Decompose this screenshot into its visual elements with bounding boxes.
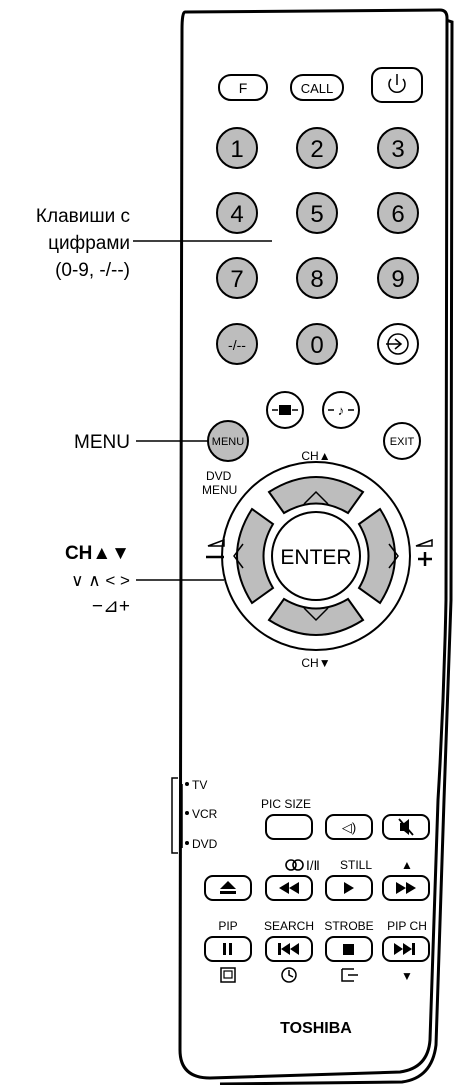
pic-size-label: PIC SIZE — [261, 797, 311, 811]
dvd-menu-label-1: DVD — [206, 469, 232, 483]
digit-9-button[interactable] — [377, 257, 419, 299]
volume-up-icon — [415, 538, 433, 566]
digit-0-button[interactable] — [296, 323, 338, 365]
mode-tv-label: TV — [192, 778, 207, 792]
ch-up-label: CH▲ — [301, 449, 330, 463]
arrows-callout: ∨ ∧ < > — [71, 571, 130, 590]
digit-5-button[interactable] — [296, 192, 338, 234]
digit-keypad: 1 2 3 4 5 6 7 8 9 -/-- 0 — [216, 127, 419, 365]
digit-keys-callout-2: цифрами — [48, 233, 130, 254]
svg-text:♪: ♪ — [338, 403, 345, 418]
mode-vcr-label: VCR — [192, 807, 218, 821]
exit-button-label: EXIT — [390, 436, 415, 448]
call-button-label: CALL — [301, 81, 334, 96]
brand-logo: TOSHIBA — [280, 1020, 352, 1037]
nav-right-button[interactable] — [357, 507, 396, 605]
surround-button[interactable] — [325, 814, 373, 840]
digit-9-label: 9 — [391, 266, 404, 293]
nav-up-button[interactable] — [267, 476, 365, 515]
power-icon — [388, 74, 406, 94]
ch-callout: CH▲▼ — [65, 543, 130, 564]
ch-up-small-icon: ▲ — [401, 858, 413, 872]
digit-5-label: 5 — [310, 201, 323, 228]
pip-swap-icon — [220, 967, 236, 983]
strobe-label: STROBE — [324, 919, 373, 933]
exit-button[interactable] — [383, 422, 421, 460]
picture-mode-icon — [272, 405, 298, 415]
digit-8-button[interactable] — [296, 257, 338, 299]
pip-ch-label: PIP CH — [387, 919, 427, 933]
mode-dvd-label: DVD — [192, 837, 218, 851]
digit-2-label: 2 — [310, 136, 323, 163]
digit-7-label: 7 — [230, 266, 243, 293]
digit-0-label: 0 — [310, 332, 323, 359]
digit-keys-callout-1: Клавиши с — [36, 206, 130, 227]
digit-dash-label: -/-- — [228, 337, 246, 353]
surround-icon: ◁) — [342, 820, 356, 835]
still-label: STILL — [340, 858, 372, 872]
pip-label: PIP — [218, 919, 237, 933]
timer-icon — [281, 967, 297, 983]
navigation-pad: ENTER — [221, 461, 411, 651]
skip-forward-icon — [394, 943, 415, 955]
search-label: SEARCH — [264, 919, 314, 933]
remote-body-side-shadow — [219, 18, 454, 1085]
f-button[interactable] — [218, 74, 268, 101]
input-select-icon — [386, 333, 409, 355]
rewind-icon — [279, 882, 299, 894]
f-button-label: F — [239, 80, 248, 96]
digit-6-button[interactable] — [377, 192, 419, 234]
dvd-menu-label-2: MENU — [202, 483, 237, 497]
enter-button-label: ENTER — [280, 546, 351, 569]
up-arrow-icon — [303, 490, 329, 505]
volume-down-icon — [206, 538, 225, 559]
pause-icon — [223, 943, 232, 955]
digit-1-label: 1 — [230, 136, 243, 163]
enter-button[interactable] — [271, 511, 361, 601]
left-arrow-icon — [233, 543, 244, 569]
call-button[interactable] — [290, 74, 344, 101]
eject-icon — [220, 881, 236, 894]
volume-callout: −⊿+ — [92, 596, 130, 617]
sound-mode-icon: ♪ — [328, 403, 354, 418]
digit-dash-button[interactable] — [216, 323, 258, 365]
digit-4-button[interactable] — [216, 192, 258, 234]
digit-7-button[interactable] — [216, 257, 258, 299]
down-arrow-icon — [303, 607, 329, 622]
ch-down-label: CH▼ — [301, 656, 330, 670]
digit-3-label: 3 — [391, 136, 404, 163]
right-arrow-icon — [388, 543, 399, 569]
fast-forward-icon — [396, 882, 416, 894]
nav-left-button[interactable] — [236, 507, 275, 605]
pic-size-button[interactable] — [265, 814, 313, 840]
skip-back-icon — [278, 943, 299, 955]
digit-6-label: 6 — [391, 201, 404, 228]
digit-3-button[interactable] — [377, 127, 419, 169]
ch-down-small-icon: ▼ — [401, 969, 413, 983]
stop-icon — [343, 944, 354, 955]
menu-button-label: MENU — [212, 436, 244, 448]
dual-icon — [285, 859, 304, 871]
nav-down-button[interactable] — [267, 597, 365, 636]
digit-8-label: 8 — [310, 266, 323, 293]
pause-button[interactable] — [204, 936, 252, 962]
digit-4-label: 4 — [230, 201, 243, 228]
mode-switch[interactable] — [171, 777, 189, 854]
digit-1-button[interactable] — [216, 127, 258, 169]
sound-mode-button[interactable] — [322, 391, 360, 429]
play-icon — [344, 882, 354, 894]
digit-2-button[interactable] — [296, 127, 338, 169]
mute-icon — [398, 818, 414, 836]
menu-callout: MENU — [74, 432, 130, 453]
dual-label: Ⅰ/Ⅱ — [306, 858, 320, 873]
text-hold-icon — [341, 968, 358, 982]
digit-keys-callout-3: (0-9, -/--) — [55, 260, 130, 281]
